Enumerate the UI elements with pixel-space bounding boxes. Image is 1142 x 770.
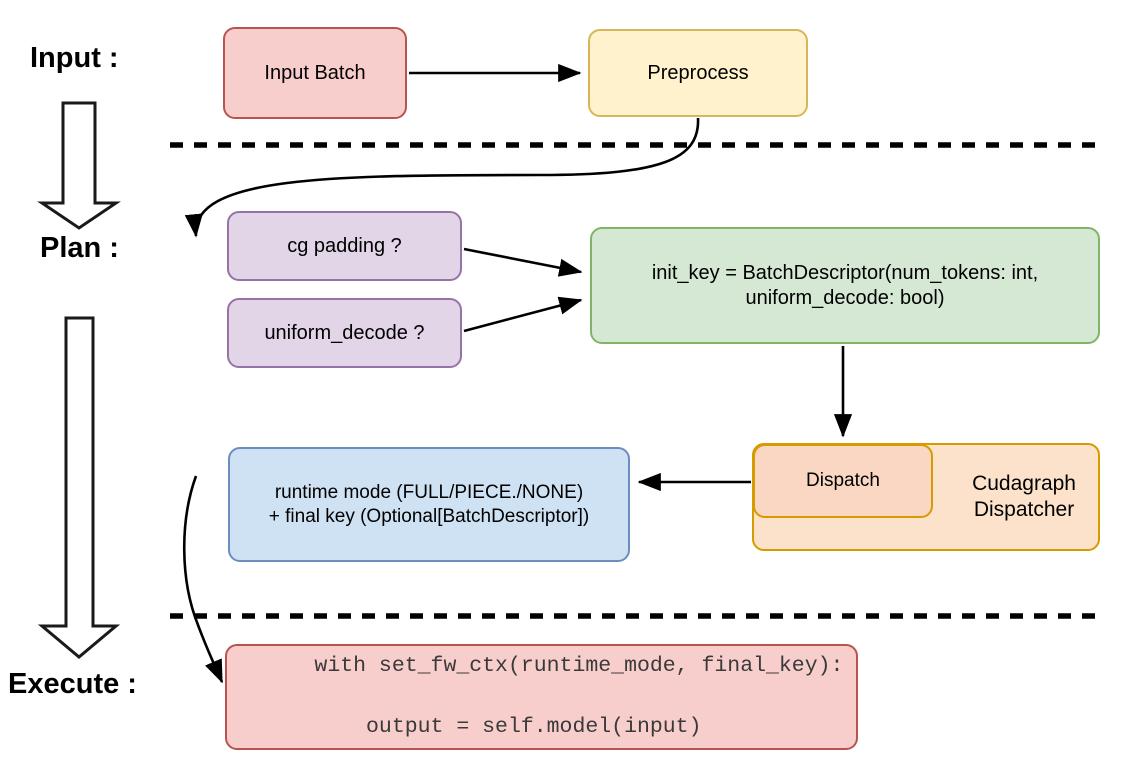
node-uniform-decode[interactable]: uniform_decode ? xyxy=(227,298,462,368)
node-runtime-mode-line2: + final key (Optional[BatchDescriptor]) xyxy=(268,505,590,527)
stage-label-plan: Plan : xyxy=(40,232,119,264)
node-runtime-mode[interactable]: runtime mode (FULL/PIECE./NONE) + final … xyxy=(228,447,630,562)
node-init-key[interactable]: init_key = BatchDescriptor(num_tokens: i… xyxy=(590,227,1100,344)
node-code-block-line1: with set_fw_ctx(runtime_mode, final_key)… xyxy=(314,654,844,679)
node-code-block-text: with set_fw_ctx(runtime_mode, final_key)… xyxy=(237,621,843,770)
arrow-uniform-decode-to-init-key xyxy=(463,296,583,333)
node-input-batch[interactable]: Input Batch xyxy=(223,27,407,119)
node-cg-padding[interactable]: cg padding ? xyxy=(227,211,462,281)
node-uniform-decode-label: uniform_decode ? xyxy=(264,321,425,344)
node-init-key-line1: init_key = BatchDescriptor(num_tokens: i… xyxy=(651,262,1039,285)
node-preprocess[interactable]: Preprocess xyxy=(588,29,808,117)
arrow-runtime-mode-to-code-block xyxy=(182,475,224,684)
input-to-plan-block-arrow xyxy=(37,101,121,230)
arrow-cg-padding-to-init-key xyxy=(463,247,583,277)
node-preprocess-label: Preprocess xyxy=(647,61,749,84)
node-cudagraph-dispatcher-line2: Dispatcher xyxy=(973,498,1075,521)
node-init-key-text: init_key = BatchDescriptor(num_tokens: i… xyxy=(652,261,1038,310)
node-input-batch-label: Input Batch xyxy=(264,61,366,84)
node-cudagraph-dispatcher-text: Cudagraph Dispatcher xyxy=(972,471,1076,522)
node-dispatch-label: Dispatch xyxy=(806,470,880,492)
node-code-block-line2: output = self.model(input) xyxy=(314,715,702,740)
node-cudagraph-dispatcher-line1: Cudagraph xyxy=(972,472,1076,496)
node-runtime-mode-text: runtime mode (FULL/PIECE./NONE) + final … xyxy=(269,481,590,527)
stage-label-input: Input : xyxy=(30,42,119,74)
stage-label-execute: Execute : xyxy=(8,668,137,700)
node-dispatch[interactable]: Dispatch xyxy=(753,444,933,518)
plan-to-execute-block-arrow xyxy=(37,316,121,659)
node-init-key-line2: uniform_decode: bool) xyxy=(745,286,945,309)
node-code-block[interactable]: with set_fw_ctx(runtime_mode, final_key)… xyxy=(225,644,858,750)
node-cg-padding-label: cg padding ? xyxy=(287,234,402,257)
node-runtime-mode-line1: runtime mode (FULL/PIECE./NONE) xyxy=(274,482,584,504)
